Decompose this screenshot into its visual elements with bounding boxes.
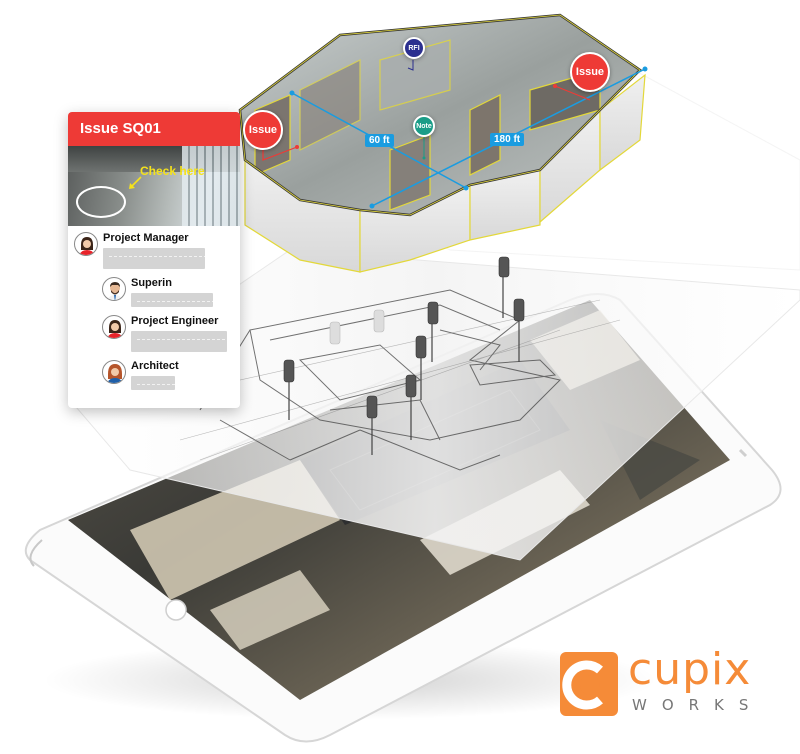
cupix-c-icon	[560, 652, 618, 716]
issue-photo[interactable]: Check here	[68, 146, 240, 226]
logo-wordmark: cupix	[628, 644, 752, 695]
assignee-project-manager[interactable]: Project Manager	[74, 232, 234, 269]
note-marker[interactable]: Note	[413, 115, 435, 137]
assignee-comment	[103, 248, 205, 269]
man-beard-avatar-icon	[102, 277, 126, 301]
measurement-label-60ft: 60 ft	[365, 134, 394, 147]
cupix-works-logo: cupix WORKS	[560, 644, 770, 722]
measurement-text: 60 ft	[369, 135, 390, 146]
assignee-comment	[131, 293, 213, 307]
assignee-superin[interactable]: Superin	[74, 277, 234, 307]
camera-markers	[283, 256, 525, 455]
issue-card[interactable]: Issue SQ01 Check here	[68, 112, 240, 408]
annotation-circle-icon	[76, 186, 126, 218]
assignee-comment	[131, 331, 227, 352]
measurement-label-180ft: 180 ft	[490, 133, 525, 146]
measurement-text: 180 ft	[494, 134, 521, 145]
assignee-project-engineer[interactable]: Project Engineer	[74, 315, 234, 352]
issue-marker-label: Issue	[575, 66, 605, 78]
logo-subtitle: WORKS	[632, 696, 764, 714]
assignee-role: Superin	[131, 277, 172, 289]
annotation-label: Check here	[140, 164, 205, 178]
assignee-role: Project Manager	[103, 232, 189, 244]
note-marker-label: Note	[416, 122, 432, 130]
issue-card-title: Issue SQ01	[68, 112, 240, 146]
assignee-comment	[131, 376, 175, 390]
photo-windows	[182, 146, 240, 226]
3d-model-layer	[238, 13, 800, 273]
assignee-list: Project Manager Superin	[68, 226, 240, 404]
assignee-role: Architect	[131, 360, 179, 372]
assignee-architect[interactable]: Architect	[74, 360, 234, 390]
assignee-role: Project Engineer	[131, 315, 219, 327]
annotation-arrow-icon	[129, 176, 142, 189]
issue-marker-label: Issue	[248, 124, 278, 136]
issue-marker-left[interactable]: Issue	[243, 110, 283, 150]
issue-marker-right[interactable]: Issue	[570, 52, 610, 92]
woman-blue-avatar-icon	[102, 360, 126, 384]
rfi-marker-label: RFI	[408, 44, 420, 52]
woman-red-avatar-icon	[74, 232, 98, 256]
woman-red-avatar-icon	[102, 315, 126, 339]
rfi-marker[interactable]: RFI	[403, 37, 425, 59]
home-button-icon	[165, 599, 187, 621]
